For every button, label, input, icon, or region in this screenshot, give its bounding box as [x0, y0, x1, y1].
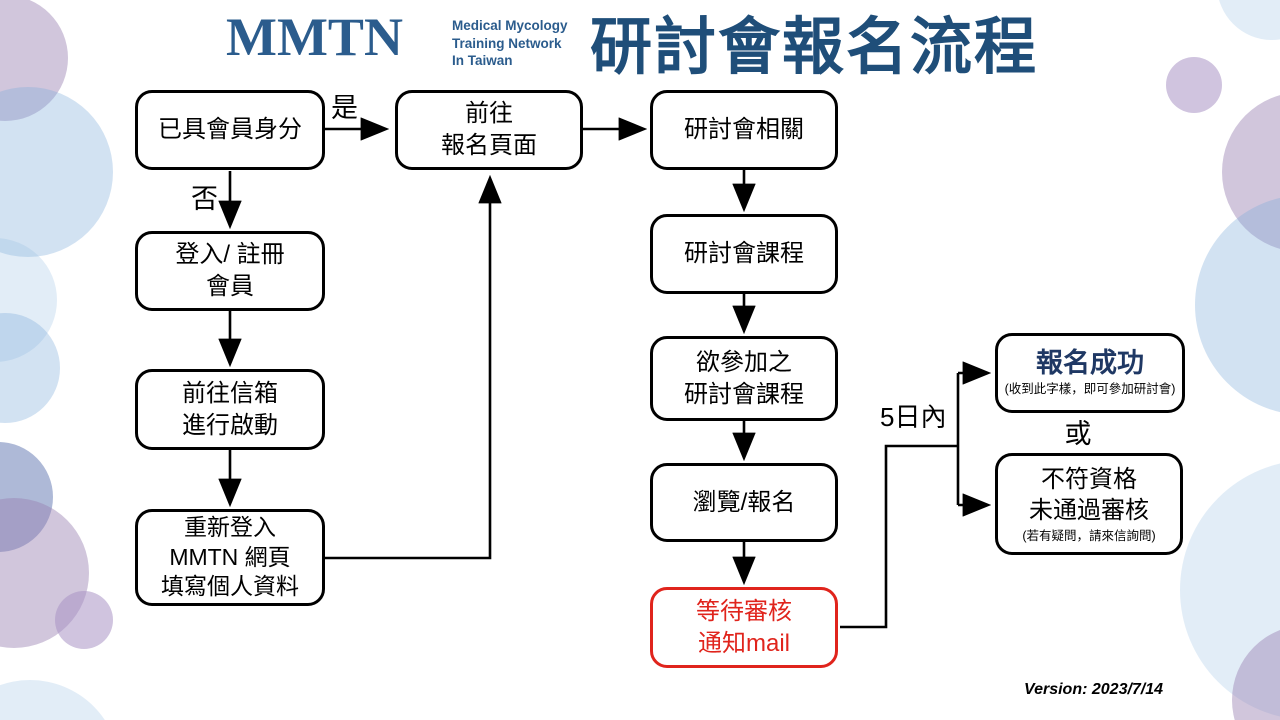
node-label: 等待審核 通知mail	[696, 597, 792, 657]
node-label: 不符資格 未通過審核	[1029, 465, 1149, 524]
node-goto-registration-page: 前往 報名頁面	[395, 90, 583, 170]
node-member-status: 已具會員身分	[135, 90, 325, 170]
edge-label-no: 否	[191, 184, 218, 214]
node-relogin-fill-profile: 重新登入 MMTN 網頁 填寫個人資料	[135, 509, 325, 606]
node-label: 登入/ 註冊 會員	[175, 241, 285, 300]
page-title: 研討會報名流程	[590, 13, 1039, 82]
decorative-circle	[55, 591, 113, 649]
node-wait-review-mail: 等待審核 通知mail	[650, 587, 838, 668]
node-registration-success: 報名成功 (收到此字樣，即可參加研討會)	[995, 333, 1185, 413]
node-seminar-related: 研討會相關	[650, 90, 838, 170]
decorative-circle	[1166, 57, 1222, 113]
node-label: 研討會課程	[684, 240, 804, 268]
node-note: (收到此字樣，即可參加研討會)	[1004, 382, 1176, 397]
node-label: 研討會相關	[684, 116, 804, 144]
edge-label-within-5-days: 5日內	[880, 402, 947, 432]
node-label: 前往信箱 進行啟動	[182, 379, 278, 439]
node-not-qualified: 不符資格 未通過審核 (若有疑問，請來信詢問)	[995, 453, 1183, 555]
node-activate-mailbox: 前往信箱 進行啟動	[135, 369, 325, 450]
node-login-register: 登入/ 註冊 會員	[135, 231, 325, 311]
node-note: (若有疑問，請來信詢問)	[1022, 529, 1156, 544]
edge-label-or: 或	[1064, 419, 1092, 449]
node-label: 欲參加之 研討會課程	[684, 348, 804, 408]
node-seminar-courses: 研討會課程	[650, 214, 838, 294]
node-label: 瀏覽/報名	[692, 488, 796, 516]
mmtn-logo-tagline: Medical Mycology Training Network In Tai…	[452, 18, 568, 69]
node-course-to-join: 欲參加之 研討會課程	[650, 336, 838, 421]
mmtn-logo: MMTN	[226, 7, 403, 67]
node-browse-register: 瀏覽/報名	[650, 463, 838, 542]
edge-label-yes: 是	[331, 93, 358, 123]
node-label: 報名成功	[1036, 348, 1144, 379]
node-label: 已具會員身分	[158, 116, 302, 144]
node-label: 重新登入 MMTN 網頁 填寫個人資料	[161, 513, 299, 600]
version-label: Version: 2023/7/14	[1024, 681, 1164, 698]
node-label: 前往 報名頁面	[441, 100, 537, 159]
